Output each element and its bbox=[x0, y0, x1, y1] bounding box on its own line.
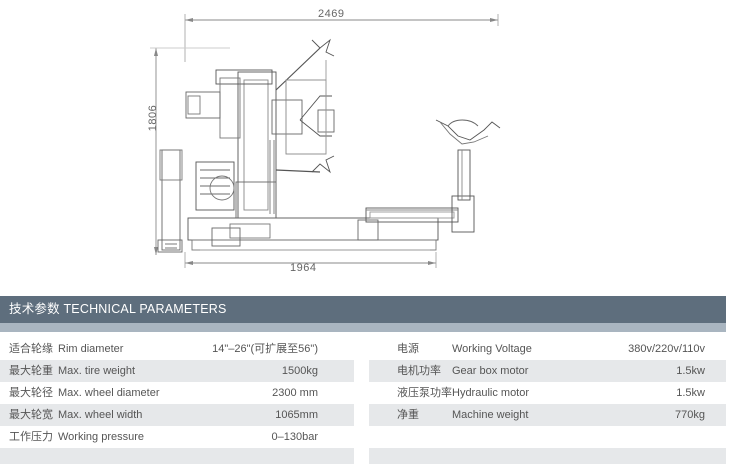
dimension-top-width: 2469 bbox=[318, 8, 345, 20]
table-row-empty bbox=[0, 448, 354, 464]
param-label-zh: 电源 bbox=[397, 343, 419, 355]
param-label-zh: 最大轮宽 bbox=[9, 409, 53, 421]
param-label-en: Machine weight bbox=[452, 409, 529, 421]
table-row: 最大轮宽 Max. wheel width 1065mm bbox=[0, 404, 354, 426]
params-table-left: 适合轮缘 Rim diameter 14"–26"(可扩展至56") 最大轮重 … bbox=[0, 338, 354, 464]
param-value: 380v/220v/110v bbox=[628, 343, 705, 355]
param-label-zh: 最大轮重 bbox=[9, 365, 53, 377]
table-row: 最大轮径 Max. wheel diameter 2300 mm bbox=[0, 382, 354, 404]
table-row: 最大轮重 Max. tire weight 1500kg bbox=[0, 360, 354, 382]
param-value: 770kg bbox=[675, 409, 705, 421]
param-label-en: Gear box motor bbox=[452, 365, 529, 377]
header-divider-strip bbox=[0, 323, 726, 332]
param-label-zh: 最大轮径 bbox=[9, 387, 53, 399]
param-value: 1.5kw bbox=[676, 387, 705, 399]
param-label-en: Max. tire weight bbox=[58, 365, 136, 377]
param-value: 1500kg bbox=[281, 365, 318, 377]
param-value: 2300 mm bbox=[272, 387, 318, 399]
param-value: 0–130bar bbox=[271, 431, 319, 443]
table-row-empty bbox=[369, 448, 726, 464]
param-value: 14"–26"(可扩展至56") bbox=[212, 343, 318, 355]
param-label-en: Working Voltage bbox=[452, 343, 532, 355]
param-label-en: Hydraulic motor bbox=[452, 387, 530, 399]
table-row: 适合轮缘 Rim diameter 14"–26"(可扩展至56") bbox=[0, 338, 354, 360]
param-label-zh: 工作压力 bbox=[9, 431, 53, 443]
param-label-zh: 电机功率 bbox=[397, 365, 441, 377]
param-label-en: Max. wheel diameter bbox=[58, 387, 160, 399]
table-row-empty bbox=[369, 426, 726, 448]
table-row: 液压泵功率 Hydraulic motor 1.5kw bbox=[369, 382, 726, 404]
section-header: 技术参数 TECHNICAL PARAMETERS bbox=[0, 296, 726, 323]
section-title: 技术参数 TECHNICAL PARAMETERS bbox=[9, 302, 227, 316]
param-label-en: Rim diameter bbox=[58, 343, 124, 355]
dimension-height: 1806 bbox=[147, 104, 160, 132]
table-row: 电源 Working Voltage 380v/220v/110v bbox=[369, 338, 726, 360]
table-row: 电机功率 Gear box motor 1.5kw bbox=[369, 360, 726, 382]
params-table-right: 电源 Working Voltage 380v/220v/110v 电机功率 G… bbox=[369, 338, 726, 464]
param-label-en: Max. wheel width bbox=[58, 409, 143, 421]
param-label-zh: 适合轮缘 bbox=[9, 343, 53, 355]
param-label-en: Working pressure bbox=[58, 431, 144, 443]
machine-line-drawing bbox=[150, 14, 501, 268]
dimension-bottom-width: 1964 bbox=[290, 262, 317, 274]
param-label-zh: 净重 bbox=[397, 409, 419, 421]
param-value: 1065mm bbox=[275, 409, 318, 421]
table-row: 净重 Machine weight 770kg bbox=[369, 404, 726, 426]
table-row: 工作压力 Working pressure 0–130bar bbox=[0, 426, 354, 448]
technical-drawing: 2469 1964 1806 bbox=[147, 8, 501, 274]
param-value: 1.5kw bbox=[676, 365, 705, 377]
param-label-zh: 液压泵功率 bbox=[397, 387, 452, 399]
